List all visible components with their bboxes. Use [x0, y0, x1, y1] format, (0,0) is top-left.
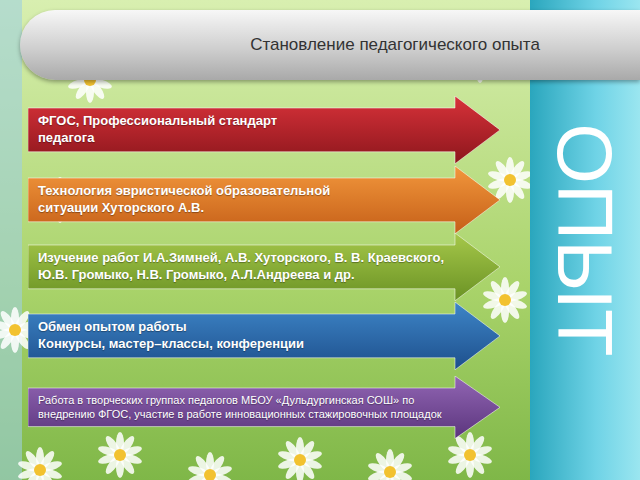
title-bar: Становление педагогического опыта — [20, 10, 640, 80]
arrow-band: ФГОС, Профессиональный стандарт педагога — [28, 96, 500, 164]
arrow-band: Изучение работ И.А.Зимней, А.В. Хуторско… — [28, 233, 500, 301]
arrow-text: Конкурсы, мастер–классы, конференции — [38, 336, 458, 353]
arrow-band: Работа в творческих группах педагогов МБ… — [28, 376, 500, 439]
arrow-text: Изучение работ И.А.Зимней, А.В. Хуторско… — [38, 250, 458, 284]
arrow-text: Технология эвристической образовательной… — [38, 183, 383, 217]
arrow-shape — [28, 96, 500, 164]
arrow-text: Обмен опытом работы — [38, 319, 458, 336]
arrow-text: Работа в творческих группах педагогов МБ… — [38, 393, 458, 422]
arrow-shape — [28, 376, 500, 439]
arrow-text: ФГОС, Профессиональный стандарт педагога — [38, 113, 288, 147]
band-label: ОПЫТ — [546, 123, 624, 356]
arrow-band: Технология эвристической образовательной… — [28, 166, 500, 234]
title-text: Становление педагогического опыта — [170, 35, 620, 55]
arrow-band: Обмен опытом работыКонкурсы, мастер–клас… — [28, 302, 500, 370]
